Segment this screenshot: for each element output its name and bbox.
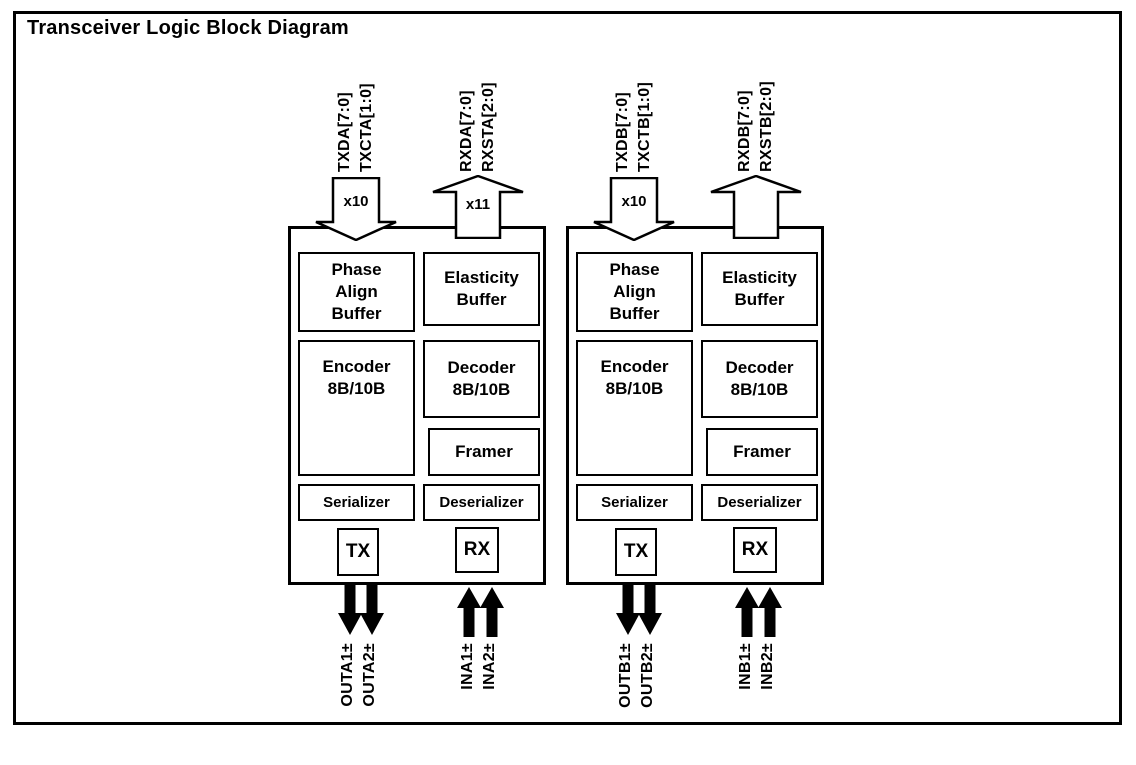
tx-output2-arrow-icon (638, 583, 662, 635)
tx-bus-width-badge: x10 (343, 193, 369, 210)
decoder-block: Decoder 8B/10B (423, 340, 540, 418)
decoder-block: Decoder 8B/10B (701, 340, 818, 418)
phase-align-buffer-block: Phase Align Buffer (576, 252, 693, 332)
framer-block: Framer (428, 428, 540, 476)
tx-data-bus-label: TXDB[7:0] (614, 91, 631, 172)
rx-data-bus-label: RXDB[7:0] (736, 90, 753, 172)
encoder-block: Encoder 8B/10B (576, 340, 693, 476)
rx-bus-labels-a: RXDA[7:0] RXSTA[2:0] (456, 50, 500, 172)
rx-block: RX (733, 527, 777, 573)
rx-input2-arrow-icon (480, 587, 504, 637)
transceiver-box-b: Phase Align Buffer Elasticity Buffer Enc… (566, 226, 824, 585)
rx-status-bus-label: RXSTA[2:0] (480, 82, 497, 172)
encoder-block: Encoder 8B/10B (298, 340, 415, 476)
rx-input2-label: INB2± (759, 643, 776, 690)
tx-control-bus-label: TXCTA[1:0] (358, 83, 375, 172)
rx-bus-up-arrow-icon (432, 175, 524, 239)
rx-bus-up-arrow-icon (710, 175, 802, 239)
serializer-block: Serializer (576, 484, 693, 521)
phase-align-buffer-block: Phase Align Buffer (298, 252, 415, 332)
tx-output1-label: OUTB1± (617, 643, 634, 708)
tx-output-labels-a: OUTA1± OUTA2± (337, 643, 381, 765)
rx-status-bus-label: RXSTB[2:0] (758, 80, 775, 172)
tx-bus-labels-b: TXDB[7:0] TXCTB[1:0] (612, 50, 656, 172)
rx-input-labels-b: INB1± INB2± (735, 643, 779, 765)
deserializer-block: Deserializer (423, 484, 540, 521)
transceiver-box-a: Phase Align Buffer Elasticity Buffer Enc… (288, 226, 546, 585)
diagram-title: Transceiver Logic Block Diagram (27, 17, 349, 39)
tx-output2-label: OUTB2± (639, 643, 656, 708)
rx-input1-label: INB1± (737, 643, 754, 690)
elasticity-buffer-block: Elasticity Buffer (701, 252, 818, 326)
tx-output2-label: OUTA2± (361, 643, 378, 707)
rx-input1-arrow-icon (735, 587, 759, 637)
tx-output-labels-b: OUTB1± OUTB2± (615, 643, 659, 765)
deserializer-block: Deserializer (701, 484, 818, 521)
tx-block: TX (615, 528, 657, 576)
tx-bus-width-badge: x10 (621, 193, 647, 210)
rx-input-labels-a: INA1± INA2± (457, 643, 501, 765)
framer-block: Framer (706, 428, 818, 476)
rx-input2-arrow-icon (758, 587, 782, 637)
tx-output2-arrow-icon (360, 583, 384, 635)
elasticity-buffer-block: Elasticity Buffer (423, 252, 540, 326)
tx-output1-arrow-icon (616, 583, 640, 635)
rx-bus-width-badge: x11 (465, 196, 491, 213)
tx-bus-labels-a: TXDA[7:0] TXCTA[1:0] (334, 50, 378, 172)
rx-data-bus-label: RXDA[7:0] (458, 90, 475, 172)
tx-bus-down-arrow-icon (593, 177, 675, 241)
channel-b: TXDB[7:0] TXCTB[1:0] RXDB[7:0] RXSTB[2:0… (566, 0, 824, 734)
tx-control-bus-label: TXCTB[1:0] (636, 81, 653, 172)
rx-bus-labels-b: RXDB[7:0] RXSTB[2:0] (734, 50, 778, 172)
channel-a: TXDA[7:0] TXCTA[1:0] RXDA[7:0] RXSTA[2:0… (288, 0, 546, 734)
tx-output1-label: OUTA1± (339, 643, 356, 707)
serializer-block: Serializer (298, 484, 415, 521)
rx-input1-label: INA1± (459, 643, 476, 690)
rx-block: RX (455, 527, 499, 573)
tx-data-bus-label: TXDA[7:0] (336, 91, 353, 172)
tx-output1-arrow-icon (338, 583, 362, 635)
tx-block: TX (337, 528, 379, 576)
tx-bus-down-arrow-icon (315, 177, 397, 241)
rx-input2-label: INA2± (481, 643, 498, 690)
rx-input1-arrow-icon (457, 587, 481, 637)
